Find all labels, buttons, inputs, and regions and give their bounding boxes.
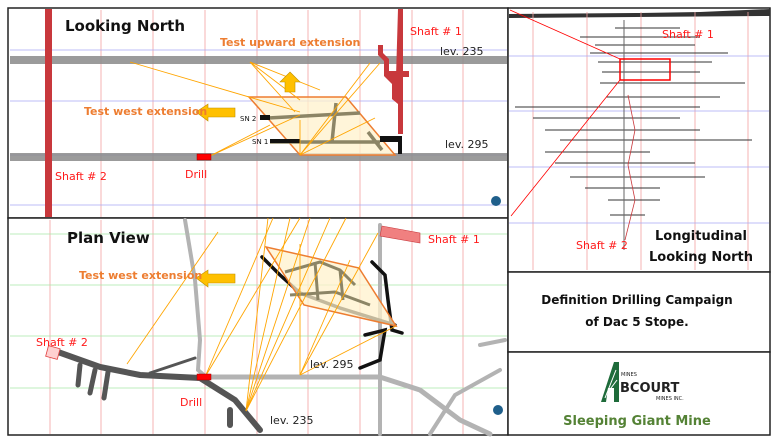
drill-holes [129, 61, 381, 157]
lev-235-label: lev. 235 [270, 414, 313, 427]
shaft-2-bar [45, 9, 52, 217]
shaft-1-bar [378, 9, 409, 134]
longitudinal-title-1: Longitudinal [655, 229, 747, 244]
shaft-1-marker [379, 225, 421, 244]
plan-view-panel: Plan View Test west extension Shaft # 1 … [7, 217, 509, 437]
campaign-title-line-1: Definition Drilling Campaign [541, 293, 732, 307]
mine-name: Sleeping Giant Mine [563, 414, 711, 429]
campaign-title-box: Definition Drilling Campaign of Dac 5 St… [507, 271, 771, 353]
shaft-1-label: Shaft # 1 [428, 233, 480, 246]
abcourt-logo: MINES BCOURT MINES INC. [601, 362, 684, 402]
left-arrow-icon [195, 269, 236, 288]
level-235-drift [10, 56, 507, 64]
stope-location-box [619, 58, 671, 81]
shaft-1-label: Shaft # 1 [662, 28, 714, 41]
left-arrow-icon [195, 103, 236, 122]
logo-mines-top: MINES [621, 372, 637, 378]
looking-north-panel: Looking North Test upward extension Test… [7, 7, 509, 219]
sn-1-label: SN 1 [252, 138, 268, 146]
longitudinal-title-2: Looking North [649, 250, 753, 265]
drill-marker [196, 373, 212, 381]
surface-topography [509, 9, 770, 18]
test-west-label: Test west extension [79, 269, 202, 282]
compass-icon [491, 196, 501, 206]
lev-295-label: lev. 295 [445, 138, 488, 151]
test-upward-label: Test upward extension [220, 36, 360, 49]
sublevel-drifts [260, 115, 402, 154]
compass-icon [493, 405, 503, 415]
looking-north-title: Looking North [65, 17, 185, 35]
drill-holes [126, 217, 397, 412]
drill-marker [196, 153, 212, 161]
shaft-2-label: Shaft # 2 [576, 239, 628, 252]
test-west-label: Test west extension [84, 105, 207, 118]
shaft-2-label: Shaft # 2 [36, 336, 88, 349]
logo-mines-inc: MINES INC. [656, 396, 684, 402]
level-295-drift [10, 153, 507, 161]
shaft-1-label: Shaft # 1 [410, 25, 462, 38]
shaft-2-label: Shaft # 2 [55, 170, 107, 183]
callout-line-top [509, 9, 621, 60]
callout-line-bottom [510, 79, 621, 217]
up-arrow-icon [279, 71, 301, 93]
level-drifts [515, 27, 752, 216]
logo-box: MINES BCOURT MINES INC. Sleeping Giant M… [507, 351, 771, 436]
sn-2-label: SN 2 [240, 115, 256, 123]
campaign-title-line-2: of Dac 5 Stope. [585, 315, 688, 329]
shaft-2-marker [45, 345, 61, 360]
plan-view-title: Plan View [67, 229, 150, 247]
drill-label: Drill [180, 396, 202, 409]
drill-label: Drill [185, 168, 207, 181]
lev-295-label: lev. 295 [310, 358, 353, 371]
logo-brand: BCOURT [620, 381, 679, 396]
longitudinal-panel: Shaft # 1 Shaft # 2 Longitudinal Looking… [507, 7, 771, 273]
stope-drifts [284, 260, 371, 307]
lev-235-label: lev. 235 [440, 45, 483, 58]
level-235-workings [55, 349, 263, 433]
ramp-trace [624, 94, 636, 241]
